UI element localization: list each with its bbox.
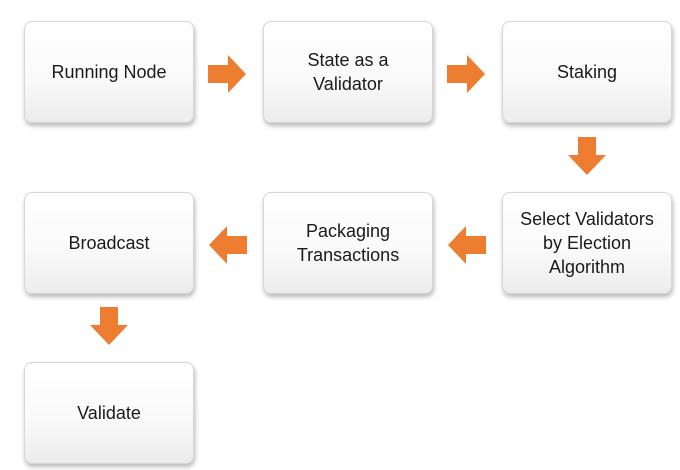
arrow-left-icon bbox=[209, 226, 247, 264]
step-select-validators: Select Validators by Election Algorithm bbox=[502, 192, 672, 294]
step-staking: Staking bbox=[502, 21, 672, 123]
step-label: Broadcast bbox=[68, 233, 150, 253]
arrow-right-icon bbox=[447, 55, 485, 93]
arrow-right-icon bbox=[208, 55, 246, 93]
step-label: State as a Validator bbox=[307, 50, 389, 94]
step-broadcast: Broadcast bbox=[24, 192, 194, 294]
step-running-node: Running Node bbox=[24, 21, 194, 123]
step-validate: Validate bbox=[24, 362, 194, 464]
step-label: Staking bbox=[556, 62, 618, 82]
step-state-as-validator: State as a Validator bbox=[263, 21, 433, 123]
step-packaging-transactions: Packaging Transactions bbox=[263, 192, 433, 294]
step-label: Select Validators by Election Algorithm bbox=[520, 209, 654, 277]
arrow-left-icon bbox=[448, 226, 486, 264]
step-label: Validate bbox=[77, 403, 141, 423]
arrow-down-icon bbox=[568, 137, 606, 175]
arrow-down-icon bbox=[90, 307, 128, 345]
step-label: Running Node bbox=[51, 62, 167, 82]
step-label: Packaging Transactions bbox=[296, 221, 400, 265]
